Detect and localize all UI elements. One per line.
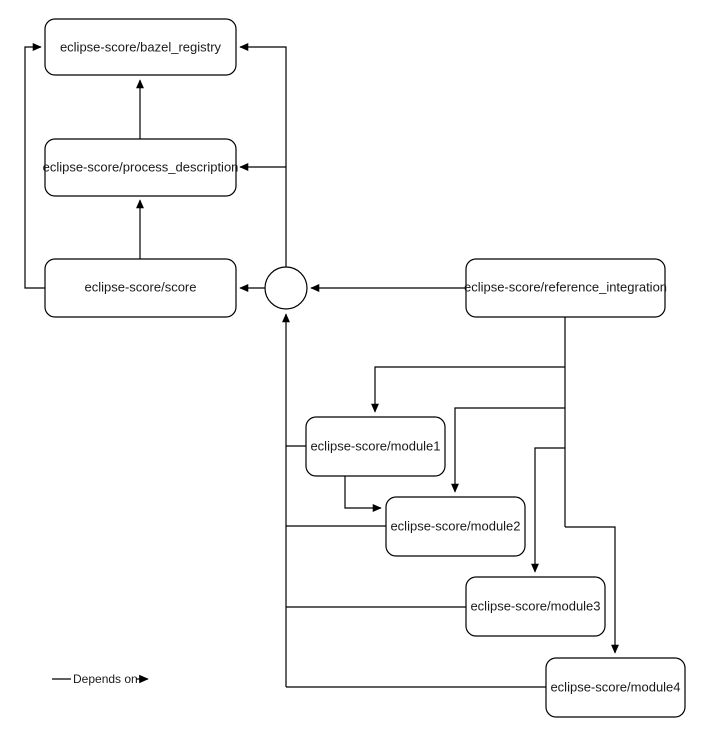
node-module3[interactable]: eclipse-score/module3 xyxy=(465,576,606,637)
node-module3-box[interactable] xyxy=(465,576,606,637)
node-score[interactable]: eclipse-score/score xyxy=(44,258,237,318)
edge-junction-to-bazel-registry xyxy=(239,43,287,167)
node-module1-label: eclipse-score/module1 xyxy=(310,438,440,453)
node-process-description-label: eclipse-score/process_description xyxy=(43,159,239,174)
edge-module1-to-module2 xyxy=(344,476,382,512)
edge-reference-integration-to-module4 xyxy=(565,526,619,654)
edge-junction-to-process-description xyxy=(239,163,287,267)
node-module2-label: eclipse-score/module2 xyxy=(390,518,520,533)
node-module3-label: eclipse-score/module3 xyxy=(470,598,600,613)
node-module1-box[interactable] xyxy=(305,416,446,477)
node-layer: eclipse-score/bazel_registry eclipse-sco… xyxy=(43,18,686,718)
node-bazel-registry-box[interactable] xyxy=(44,18,237,76)
node-reference-integration[interactable]: eclipse-score/reference_integration xyxy=(464,258,667,318)
node-module4-label: eclipse-score/module4 xyxy=(550,679,680,694)
node-reference-integration-box[interactable] xyxy=(465,258,666,318)
edge-layer xyxy=(24,43,619,688)
node-process-description-box[interactable] xyxy=(44,138,237,197)
legend: Depends on xyxy=(52,672,149,686)
node-module4-box[interactable] xyxy=(545,657,686,718)
node-score-box[interactable] xyxy=(44,258,237,318)
node-module2[interactable]: eclipse-score/module2 xyxy=(385,496,526,557)
edge-reference-integration-to-module3 xyxy=(531,447,565,573)
node-reference-integration-label: eclipse-score/reference_integration xyxy=(464,279,667,294)
edge-reference-integration-to-module2 xyxy=(451,407,565,493)
node-module4[interactable]: eclipse-score/module4 xyxy=(545,657,686,718)
node-bazel-registry[interactable]: eclipse-score/bazel_registry xyxy=(44,18,237,76)
node-module1[interactable]: eclipse-score/module1 xyxy=(305,416,446,477)
edge-score-to-bazel-registry xyxy=(24,43,45,289)
edge-reference-integration-to-module1 xyxy=(371,366,565,413)
node-module2-box[interactable] xyxy=(385,496,526,557)
node-bazel-registry-label: eclipse-score/bazel_registry xyxy=(60,39,222,54)
node-process-description[interactable]: eclipse-score/process_description xyxy=(43,138,239,197)
fan-in-junction xyxy=(264,266,308,310)
node-score-label: eclipse-score/score xyxy=(85,279,197,294)
legend-label: Depends on xyxy=(73,672,138,686)
